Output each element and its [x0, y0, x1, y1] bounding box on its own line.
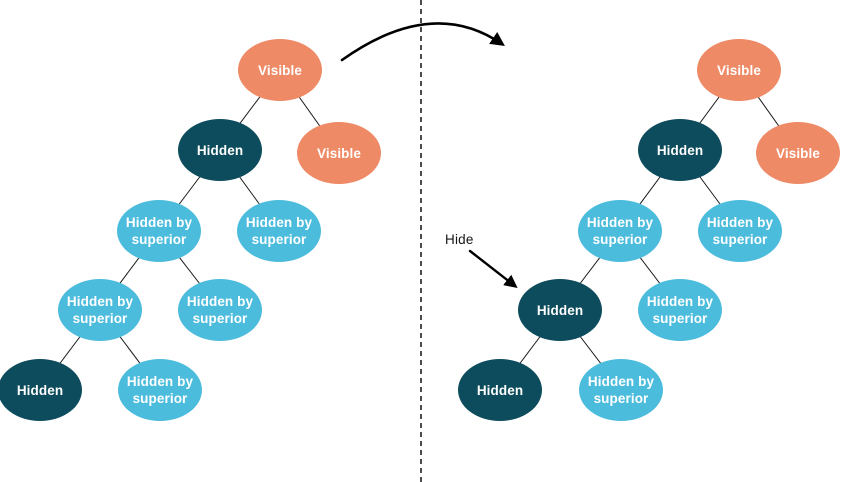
hide-annotation-label: Hide: [445, 232, 474, 247]
tree-edge: [499, 309, 561, 391]
tree-edge: [39, 309, 101, 391]
tree-edge: [559, 309, 622, 391]
tree-edge: [219, 149, 280, 232]
tree-edges: [39, 69, 799, 391]
hide-arrow-icon: [468, 249, 518, 289]
transition-arrow-icon: [340, 22, 505, 62]
tree-edge: [219, 69, 281, 151]
tree-edge: [99, 230, 160, 311]
tree-edge: [738, 69, 799, 154]
tree-edge: [679, 149, 741, 232]
tree-edge: [158, 149, 221, 232]
tree-edge: [158, 230, 221, 311]
tree-edge: [619, 230, 681, 311]
tree-edge: [279, 69, 340, 154]
tree-edge: [619, 149, 681, 232]
tree-edge: [679, 69, 740, 151]
tree-edge: [559, 230, 621, 311]
tree-edge: [99, 309, 161, 391]
